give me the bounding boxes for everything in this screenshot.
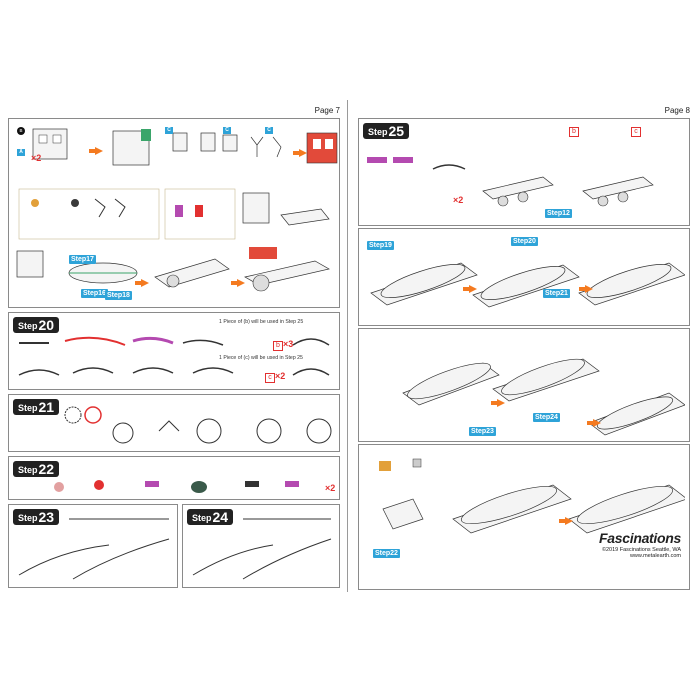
quantity-label: ×2 [275, 371, 286, 381]
step-reference-badge: Step20 [511, 237, 538, 246]
locomotive-detail-diagram [402, 358, 685, 436]
part-tag: A [17, 149, 25, 156]
part-b-letter: b [273, 341, 283, 351]
step-reference-badge: Step16 [81, 289, 108, 298]
small-parts-diagram [18, 188, 330, 240]
copyright-text: ©2019 Fascinations Seattle, WA [601, 547, 681, 553]
part-marker: B [17, 127, 25, 135]
step-22-diagram [54, 480, 299, 493]
step-reference-badge: Step23 [469, 427, 496, 436]
step-23-diagram [18, 518, 170, 580]
website-text: www.metalearth.com [629, 553, 681, 559]
instruction-page-7: Page 7 B A ×2 C C C [4, 100, 346, 592]
flow-arrow [293, 149, 307, 157]
part-tag: C [165, 127, 173, 134]
step-reference-badge: Step21 [543, 289, 570, 298]
cab-assembly-diagram [32, 128, 338, 166]
step-25-diagram [367, 157, 654, 207]
flow-arrow [579, 285, 593, 293]
flow-arrow [559, 517, 573, 525]
part-b-note: 1 Piece of (b) will be used in Step 25 [219, 319, 304, 325]
part-c-letter: c [631, 127, 641, 137]
part-c-note: 1 Piece of (c) will be used in Step 25 [219, 355, 303, 361]
step-reference-badge: Step24 [533, 413, 560, 422]
step-reference-badge: Step12 [545, 209, 572, 218]
step-reference-badge: Step17 [69, 255, 96, 264]
flow-arrow [89, 147, 103, 155]
step-24-diagram [192, 518, 332, 580]
page-number: Page 8 [664, 106, 690, 115]
step-reference-badge: Step22 [373, 549, 400, 558]
page-number: Page 7 [314, 106, 340, 115]
locomotive-detail-panel: Step23 Step24 [358, 328, 690, 442]
flow-arrow [463, 285, 477, 293]
step-20-diagram [18, 336, 330, 376]
step-21-diagram [64, 406, 332, 444]
quantity-label: ×3 [283, 339, 294, 349]
quantity-label: ×2 [325, 483, 336, 493]
flow-arrow [231, 279, 245, 287]
final-assembly-panel: Step22 Fascinations ©2019 Fascinations S… [358, 444, 690, 590]
part-tag: C [223, 127, 231, 134]
step-reference-badge: Step19 [367, 241, 394, 250]
step-reference-badge: Step18 [105, 291, 132, 300]
quantity-label: ×2 [31, 153, 42, 163]
steps-13-19-panel: B A ×2 C C C [8, 118, 340, 308]
quantity-label: ×2 [453, 195, 464, 205]
locomotive-assembly-panel: Step19 Step20 Step21 [358, 228, 690, 326]
flow-arrow [587, 419, 601, 427]
part-b-letter: b [569, 127, 579, 137]
flow-arrow [135, 279, 149, 287]
page-spine [347, 100, 348, 592]
locomotive-assembly-diagram [370, 262, 685, 308]
brand-logo: Fascinations [599, 530, 681, 546]
part-tag: C [265, 127, 273, 134]
boiler-assembly-diagram [16, 247, 330, 292]
part-c-letter: c [265, 373, 275, 383]
flow-arrow [491, 399, 505, 407]
brand-block: Fascinations ©2019 Fascinations Seattle,… [599, 530, 681, 559]
final-assembly-diagram [379, 458, 685, 534]
